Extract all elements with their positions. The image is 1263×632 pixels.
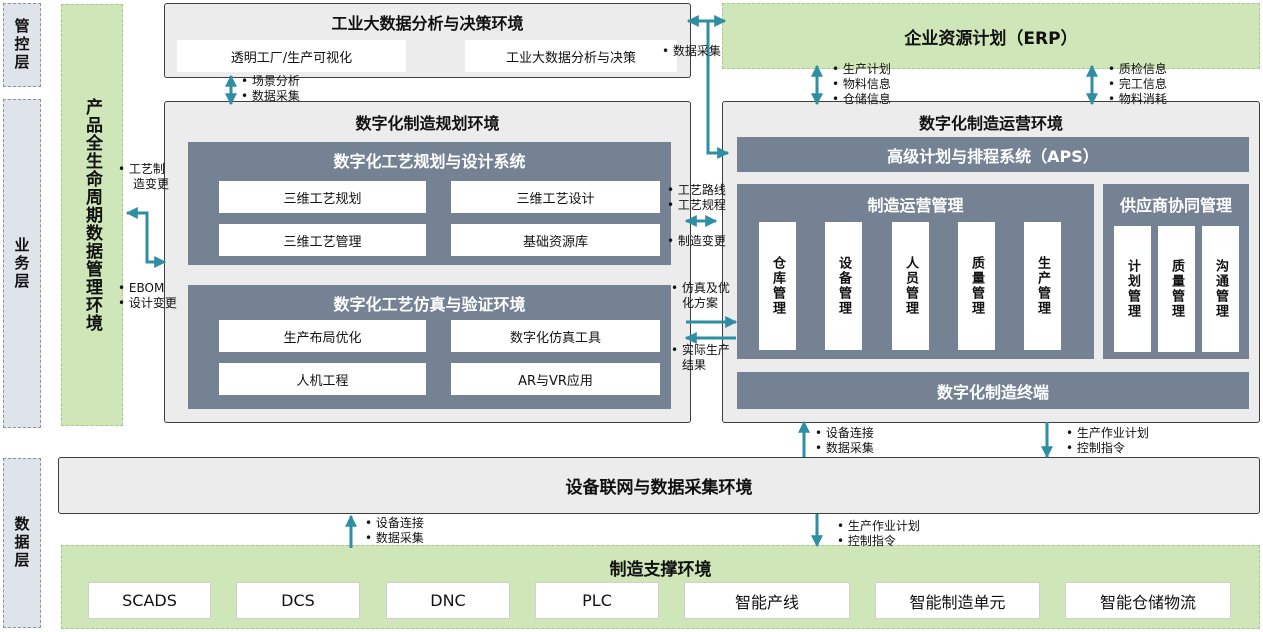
network-title: 设备联网与数据采集环境: [565, 478, 753, 498]
mom-item-production: 生产管理: [1024, 222, 1061, 350]
bigdata-title: 工业大数据分析与决策环境: [331, 14, 524, 33]
note-bigdata-planning: 场景分析 数据采集: [241, 74, 300, 104]
supplier-item-quality: 质量管理: [1158, 226, 1195, 352]
layer-data-label: 数据层: [3, 458, 41, 628]
design-item-3d-management: 三维工艺管理: [219, 224, 426, 256]
note-lifecycle-top: 工艺制 造变更: [118, 162, 169, 192]
note-erp-op-left: 生产计划 物料信息 仓储信息: [832, 62, 891, 107]
planning-title: 数字化制造规划环境: [355, 114, 500, 133]
supplier-item-communication: 沟通管理: [1202, 226, 1239, 352]
note-net-sup-up: 设备连接 数据采集: [365, 516, 424, 546]
support-item-smart-cell: 智能制造单元: [875, 582, 1040, 619]
note-net-sup-down: 生产作业计划 控制指令: [837, 519, 920, 549]
operation-panel: 数字化制造运营环境 高级计划与排程系统（APS） 制造运营管理 仓库管理 设备管…: [722, 101, 1260, 423]
supplier-panel: 供应商协同管理 计划管理 质量管理 沟通管理: [1103, 184, 1249, 359]
note-op-net-up: 设备连接 数据采集: [815, 426, 874, 456]
erp-title: 企业资源计划（ERP）: [904, 28, 1078, 49]
note-erp-op-right: 质检信息 完工信息 物料消耗: [1108, 62, 1167, 107]
note-sim-plan: 仿真及优 化方案: [671, 281, 730, 311]
support-panel: 制造支撑环境 SCADS DCS DNC PLC 智能产线 智能制造单元 智能仓…: [61, 545, 1260, 629]
mom-title: 制造运营管理: [867, 196, 964, 215]
layer-control-label: 管控层: [3, 3, 41, 87]
terminal-bar: 数字化制造终端: [737, 372, 1249, 409]
operation-title: 数字化制造运营环境: [918, 114, 1063, 133]
design-system-panel: 数字化工艺规划与设计系统 三维工艺规划 三维工艺设计 三维工艺管理 基础资源库: [188, 142, 671, 265]
simulation-panel: 数字化工艺仿真与验证环境 生产布局优化 数字化仿真工具 人机工程 AR与VR应用: [188, 285, 671, 409]
support-item-scads: SCADS: [88, 582, 211, 619]
mom-panel: 制造运营管理 仓库管理 设备管理 人员管理 质量管理 生产管理: [737, 184, 1094, 359]
mom-item-personnel: 人员管理: [892, 222, 929, 350]
mom-item-warehouse: 仓库管理: [759, 222, 796, 350]
support-item-plc: PLC: [535, 582, 659, 619]
supplier-item-plan: 计划管理: [1114, 226, 1151, 352]
note-op-net-down: 生产作业计划 控制指令: [1066, 426, 1149, 456]
simulation-title: 数字化工艺仿真与验证环境: [333, 295, 526, 314]
lifecycle-panel: 产品全生命周期数据管理环境: [61, 4, 123, 426]
network-panel: 设备联网与数据采集环境: [58, 457, 1260, 514]
design-item-3d-planning: 三维工艺规划: [219, 181, 426, 213]
bigdata-item-visual: 透明工厂/生产可视化: [177, 40, 406, 72]
note-actual: 实际生产 结果: [671, 343, 730, 373]
aps-bar: 高级计划与排程系统（APS）: [737, 137, 1249, 172]
support-item-smart-logistics: 智能仓储物流: [1065, 582, 1231, 619]
sim-item-ergonomics: 人机工程: [219, 363, 426, 395]
note-change: 制造变更: [667, 234, 726, 249]
bigdata-item-analysis: 工业大数据分析与决策: [465, 40, 677, 72]
planning-panel: 数字化制造规划环境 数字化工艺规划与设计系统 三维工艺规划 三维工艺设计 三维工…: [164, 101, 691, 423]
arrow-bigdata-aps: [706, 21, 730, 159]
sim-item-tools: 数字化仿真工具: [451, 320, 660, 352]
design-item-resource-library: 基础资源库: [451, 224, 660, 256]
bigdata-panel: 工业大数据分析与决策环境 透明工厂/生产可视化 工业大数据分析与决策: [164, 3, 691, 78]
support-title: 制造支撑环境: [609, 560, 712, 580]
note-lifecycle-bottom: EBOM 设计变更: [118, 281, 177, 311]
note-bigdata-erp: 数据采集: [662, 44, 721, 59]
note-route: 工艺路线 工艺规程: [667, 183, 726, 213]
supplier-title: 供应商协同管理: [1119, 196, 1232, 215]
layer-business-label: 业务层: [3, 99, 41, 428]
arrow-lifecycle-planning: [125, 207, 167, 268]
sim-item-ar-vr: AR与VR应用: [451, 363, 660, 395]
mom-item-equipment: 设备管理: [825, 222, 862, 350]
design-system-title: 数字化工艺规划与设计系统: [333, 152, 526, 171]
mom-item-quality: 质量管理: [958, 222, 995, 350]
support-item-dnc: DNC: [386, 582, 510, 619]
support-item-dcs: DCS: [236, 582, 360, 619]
support-item-smart-line: 智能产线: [684, 582, 850, 619]
sim-item-layout: 生产布局优化: [219, 320, 426, 352]
erp-panel: 企业资源计划（ERP）: [722, 3, 1260, 69]
design-item-3d-design: 三维工艺设计: [451, 181, 660, 213]
